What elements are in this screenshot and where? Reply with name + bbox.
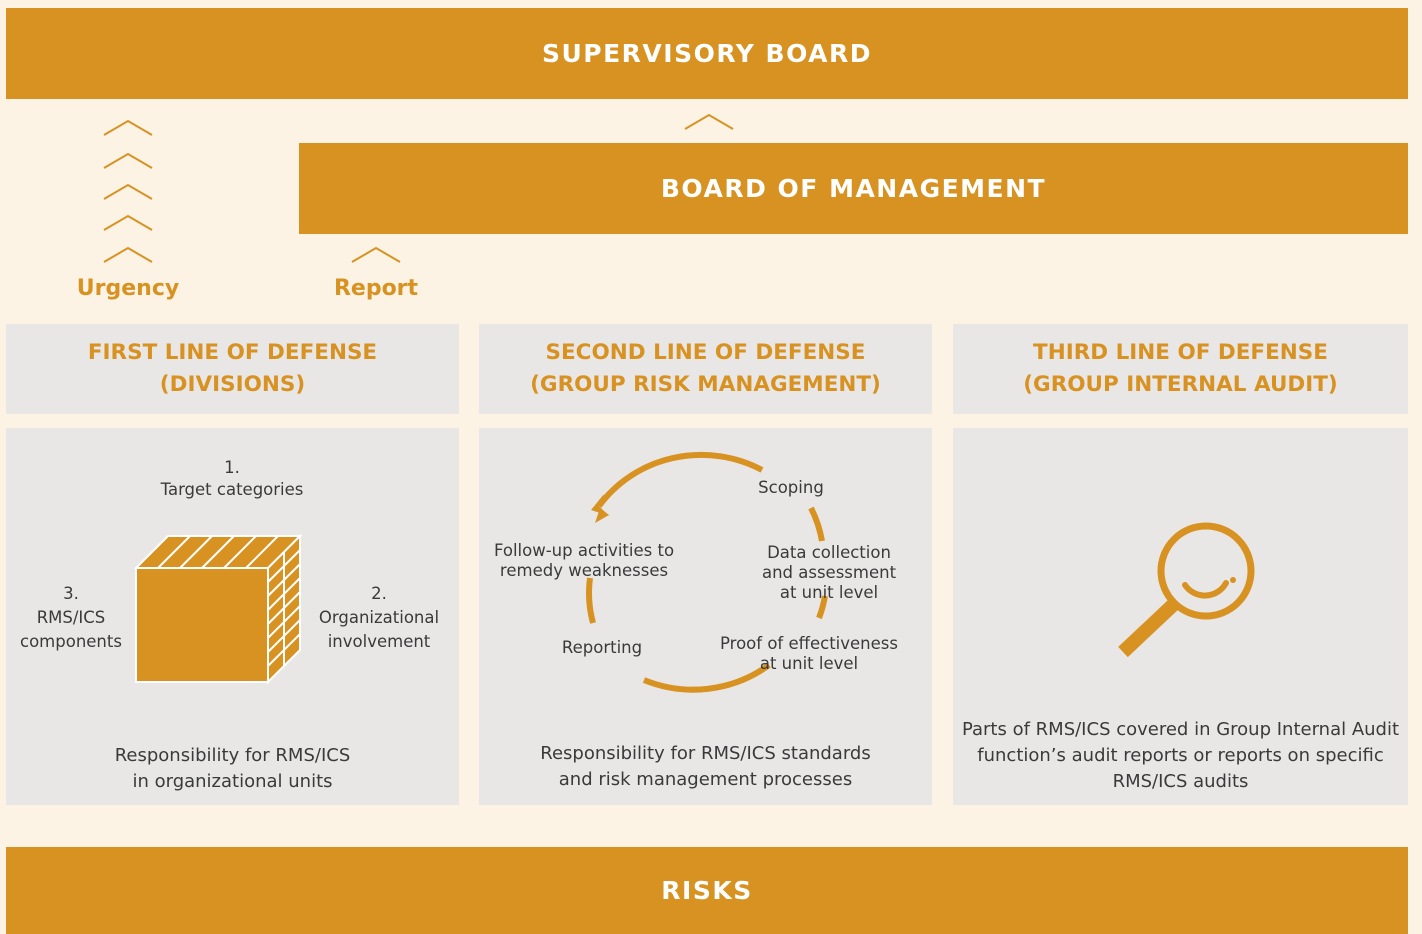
cycle-arc xyxy=(586,577,596,624)
second-line-caption: and risk management processes xyxy=(558,769,853,790)
cube-dim3-label: components xyxy=(20,632,122,651)
second-line-caption: Responsibility for RMS/ICS standards xyxy=(540,743,871,764)
cycle-arrowhead-icon xyxy=(591,494,609,516)
cycle-proof: Proof of effectiveness xyxy=(720,634,898,653)
third-line-caption: Parts of RMS/ICS covered in Group Intern… xyxy=(961,719,1400,740)
cycle-follow-up: Follow-up activities to xyxy=(493,541,675,560)
magnifier-icon xyxy=(1118,522,1255,658)
third-line-title: THIRD LINE OF DEFENSE xyxy=(1033,340,1328,365)
third-line-caption: RMS/ICS audits xyxy=(1112,771,1249,792)
first-line-caption: in organizational units xyxy=(132,771,333,792)
risks-title: RISKS xyxy=(661,876,753,905)
first-line-panel: 1. Target categories 2. Organizational i… xyxy=(6,428,459,805)
supervisory-board-title: SUPERVISORY BOARD xyxy=(541,39,873,68)
cube-dim3-number: 3. xyxy=(63,584,79,603)
second-line-header: SECOND LINE OF DEFENSE (GROUP RISK MANAG… xyxy=(479,324,932,414)
cycle-data-collection: Data collection xyxy=(767,543,891,562)
first-line-header: FIRST LINE OF DEFENSE (DIVISIONS) xyxy=(6,324,459,414)
cube-dim1-number: 1. xyxy=(224,458,240,477)
cycle-scoping: Scoping xyxy=(758,478,824,497)
risk-cycle-diagram xyxy=(586,451,828,693)
second-line-subtitle: (GROUP RISK MANAGEMENT) xyxy=(530,372,881,397)
cycle-arrowhead-icon xyxy=(595,508,609,523)
second-line-title: SECOND LINE OF DEFENSE xyxy=(545,340,866,365)
urgency-chevron-icon xyxy=(103,214,153,231)
cube-dim2-label: involvement xyxy=(327,632,431,651)
board-of-management-bar: BOARD OF MANAGEMENT xyxy=(299,143,1408,234)
first-line-caption: Responsibility for RMS/ICS xyxy=(114,745,351,766)
cube-dim2-label: Organizational xyxy=(318,608,440,627)
cube-dim1-label: Target categories xyxy=(160,480,304,499)
cycle-reporting: Reporting xyxy=(561,638,643,657)
report-chevron-icon xyxy=(351,246,401,263)
third-line-header: THIRD LINE OF DEFENSE (GROUP INTERNAL AU… xyxy=(953,324,1408,414)
cycle-arc xyxy=(808,506,825,542)
cycle-data-collection: at unit level xyxy=(779,583,879,602)
urgency-chevron-icon xyxy=(103,119,153,136)
urgency-chevron-icon xyxy=(103,183,153,200)
third-line-caption: function’s audit reports or reports on s… xyxy=(977,745,1384,766)
report-label: Report xyxy=(333,276,419,301)
cycle-arc xyxy=(642,662,771,693)
cycle-follow-up: remedy weaknesses xyxy=(499,561,669,580)
cycle-data-collection: and assessment xyxy=(761,563,897,582)
urgency-chevron-icon xyxy=(103,152,153,169)
supervisory-board-bar: SUPERVISORY BOARD xyxy=(6,8,1408,99)
board-chevron-icon xyxy=(684,113,734,130)
second-line-panel: Scoping Data collection and assessment a… xyxy=(479,428,932,805)
first-line-subtitle: (DIVISIONS) xyxy=(159,372,306,397)
escalation-chevrons xyxy=(103,113,734,263)
risks-bar: RISKS xyxy=(6,847,1408,934)
cube-dim2-number: 2. xyxy=(371,584,387,603)
first-line-title: FIRST LINE OF DEFENSE xyxy=(87,340,378,365)
cycle-arc xyxy=(596,451,764,508)
cycle-arc xyxy=(816,595,828,620)
urgency-chevron-icon xyxy=(103,246,153,263)
cube-icon xyxy=(133,533,303,685)
third-line-subtitle: (GROUP INTERNAL AUDIT) xyxy=(1023,372,1338,397)
board-of-management-title: BOARD OF MANAGEMENT xyxy=(660,174,1047,203)
cycle-proof: at unit level xyxy=(759,654,859,673)
urgency-label: Urgency xyxy=(76,276,180,301)
cube-dim3-label: RMS/ICS xyxy=(36,608,106,627)
third-line-panel: Parts of RMS/ICS covered in Group Intern… xyxy=(953,428,1408,805)
